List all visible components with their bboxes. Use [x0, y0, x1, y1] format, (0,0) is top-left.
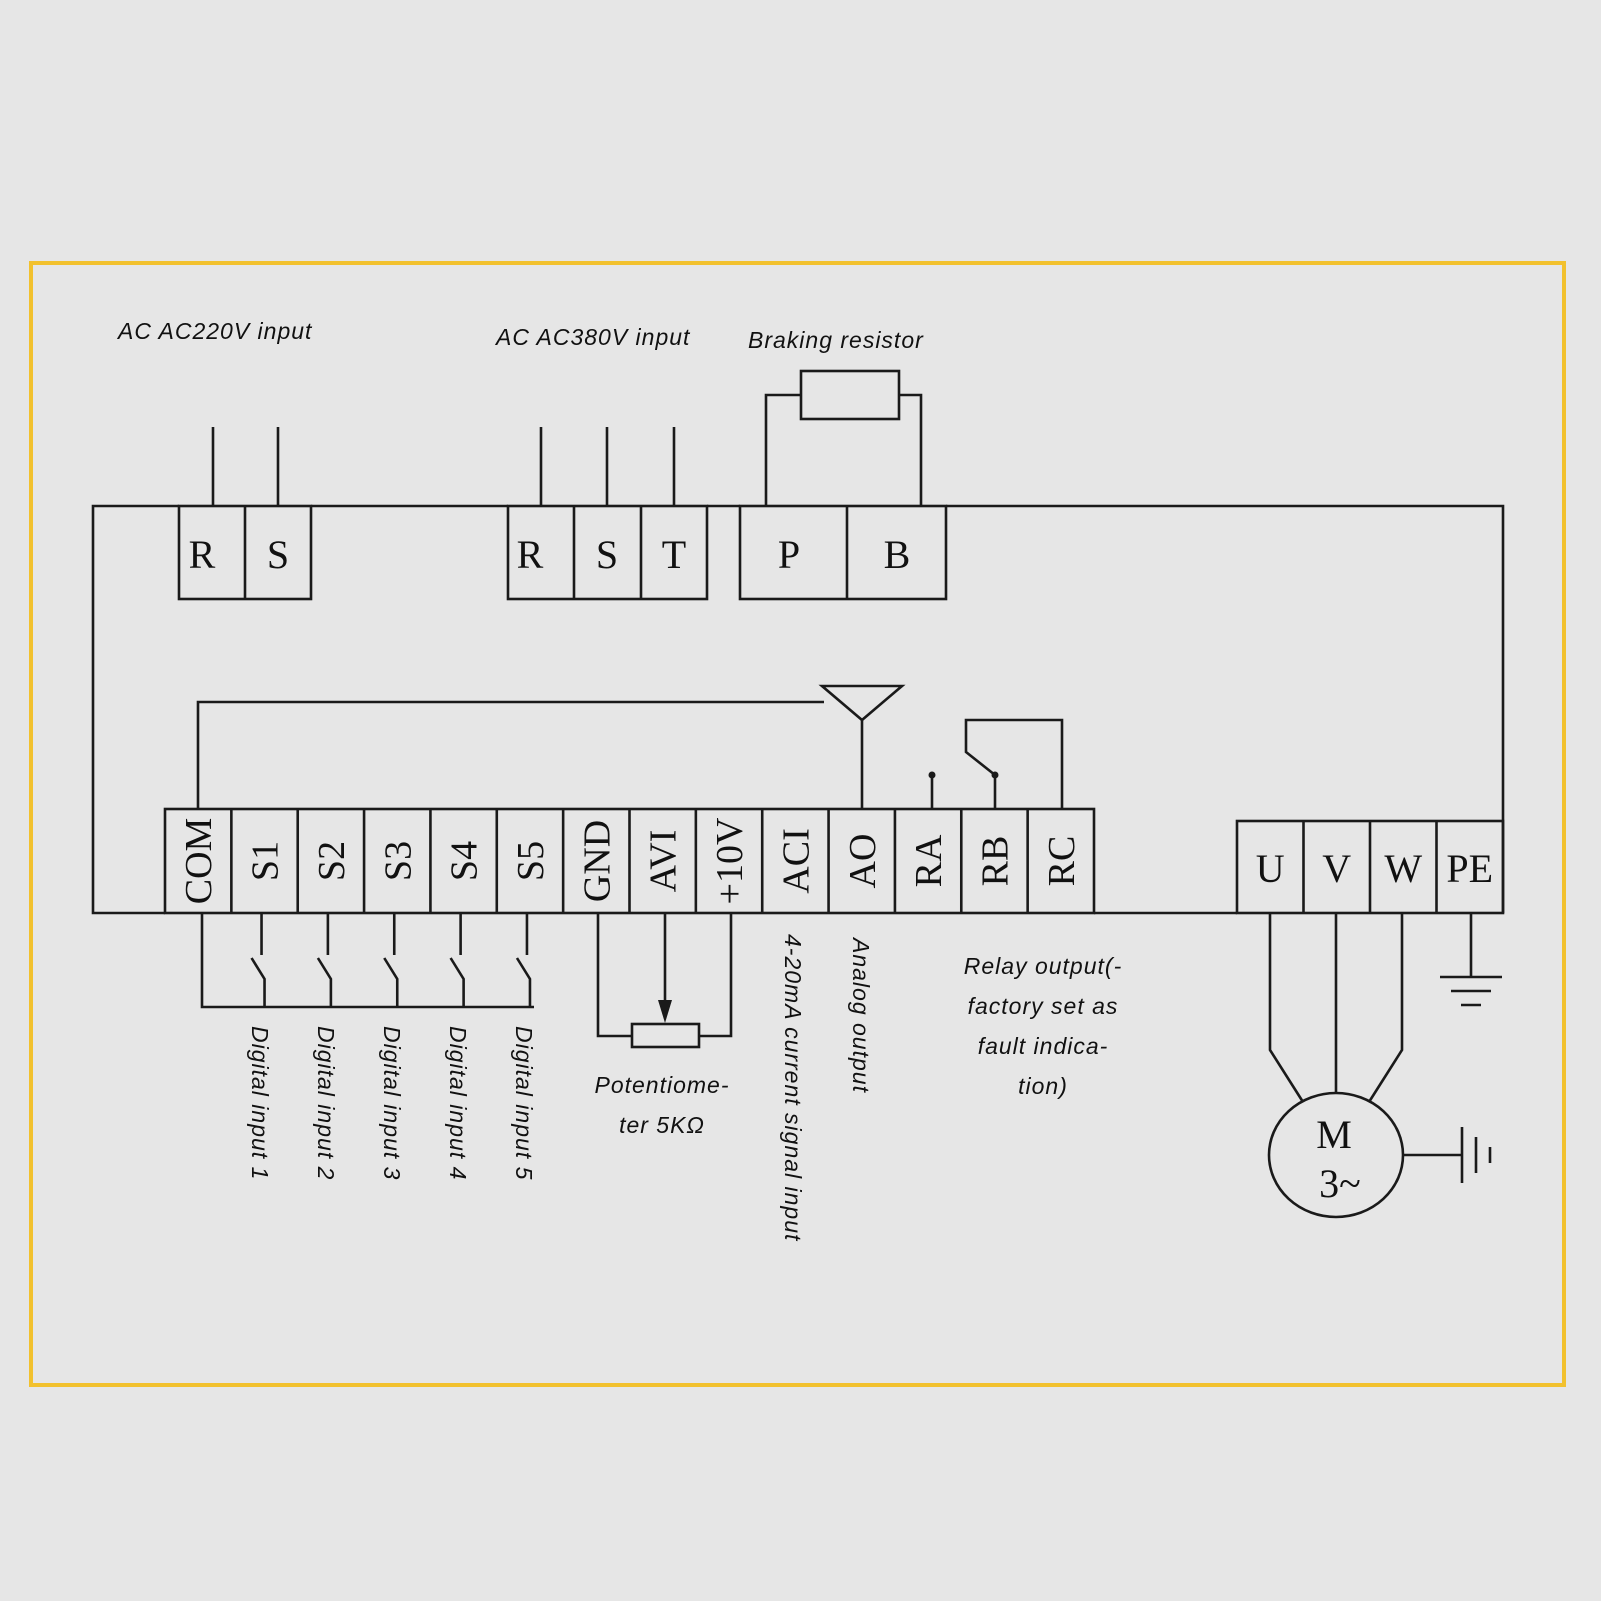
ac380-terminal-s: S: [596, 532, 618, 577]
pe-ground-symbol: [1440, 913, 1502, 1007]
potentiometer-wiper-arrow: [658, 1000, 672, 1023]
relay-switch-arm: [964, 718, 1064, 809]
control-terminal-strip: COM S1 S2 S3 S4 S5 GND AVI +10V ACI AO RA RB RC: [163, 807, 1096, 915]
digital-input-switches: [200, 913, 534, 1009]
braking-resistor-symbol: [799, 369, 901, 421]
motor-phase: 3~: [1319, 1161, 1361, 1206]
motor-terminal-v: V: [1322, 846, 1351, 891]
ra-contact-dot: [928, 771, 936, 779]
brake-wire-b: [899, 393, 923, 506]
control-terminal-s2: S2: [311, 841, 353, 881]
frame-border: [29, 261, 1566, 1387]
potentiometer-caption-line2: ter 5KΩ: [619, 1112, 705, 1138]
com-loop-wire: [196, 700, 824, 809]
control-terminal-avi: AVI: [643, 830, 685, 893]
motor-ground-symbol: [1403, 1127, 1492, 1183]
digital-input-caption-4: Digital input 4: [445, 1026, 471, 1180]
ac380-terminal-block: R S T: [506, 427, 709, 601]
digital-switch-s5: [515, 913, 532, 1007]
motor-terminal-pe: PE: [1446, 846, 1493, 891]
brake-block-outline: [738, 504, 948, 601]
digital-switch-s2: [316, 913, 333, 1007]
control-terminal-gnd: GND: [576, 820, 618, 902]
analog-output-triangle: [818, 684, 906, 722]
brake-terminal-block: P B: [738, 369, 948, 601]
ac380-terminal-r: R: [517, 532, 544, 577]
device-outline-right: [946, 504, 1505, 913]
relay-caption-line2: factory set as: [968, 993, 1119, 1019]
relay-caption-line1: Relay output(-: [964, 953, 1122, 979]
ac220-terminal-r: R: [189, 532, 216, 577]
ac220-terminal-s: S: [267, 532, 289, 577]
ac220-terminal-block: R S: [177, 427, 313, 601]
motor-terminal-w: W: [1384, 846, 1422, 891]
relay-caption-line4: tion): [1018, 1073, 1068, 1099]
control-terminal-s5: S5: [510, 841, 552, 881]
control-terminal-com: COM: [178, 818, 220, 905]
motor-letter: M: [1316, 1112, 1352, 1157]
motor-wire-u: [1268, 913, 1305, 1103]
digital-input-caption-5: Digital input 5: [511, 1026, 537, 1180]
control-terminal-plus10v: +10V: [709, 817, 751, 904]
gnd-wire: [596, 913, 632, 1038]
control-terminal-s4: S4: [444, 841, 486, 881]
braking-caption: Braking resistor: [748, 327, 924, 353]
control-terminal-aci: ACI: [775, 828, 817, 893]
potentiometer-circuit: [596, 913, 733, 1049]
digital-switch-s4: [449, 913, 465, 1007]
motor-terminal-u: U: [1256, 846, 1285, 891]
control-terminal-ao: AO: [842, 834, 884, 889]
control-terminal-s1: S1: [245, 841, 287, 881]
brake-wire-p: [764, 393, 801, 506]
com-common-wire: [200, 913, 534, 1009]
control-terminal-s3: S3: [377, 841, 419, 881]
control-terminal-ra: RA: [908, 834, 950, 887]
relay-caption-line3: fault indica-: [978, 1033, 1109, 1059]
control-terminal-rb: RB: [974, 836, 1016, 887]
motor-wire-w: [1367, 913, 1404, 1103]
brake-terminal-p: P: [778, 532, 800, 577]
digital-switch-s3: [383, 913, 399, 1007]
ac220-caption: AC AC220V input: [116, 318, 313, 344]
control-terminal-rc: RC: [1041, 836, 1083, 887]
brake-terminal-b: B: [884, 532, 911, 577]
digital-switch-s1: [250, 913, 266, 1007]
ac380-terminal-t: T: [662, 532, 686, 577]
ac380-caption: AC AC380V input: [494, 324, 691, 350]
digital-input-caption-2: Digital input 2: [313, 1026, 339, 1180]
ao-caption: Analog output: [848, 936, 874, 1094]
plus10v-wire: [699, 913, 733, 1038]
potentiometer-symbol: [630, 1022, 701, 1049]
aci-caption: 4-20mA current signal input: [780, 934, 806, 1242]
potentiometer-caption-line1: Potentiome-: [594, 1072, 729, 1098]
relay-contacts: [928, 718, 1064, 809]
digital-input-captions: Digital input 1 Digital input 2 Digital in…: [247, 1026, 537, 1180]
device-outline-left: [91, 504, 179, 915]
digital-input-caption-3: Digital input 3: [379, 1026, 405, 1180]
digital-input-caption-1: Digital input 1: [247, 1026, 273, 1180]
